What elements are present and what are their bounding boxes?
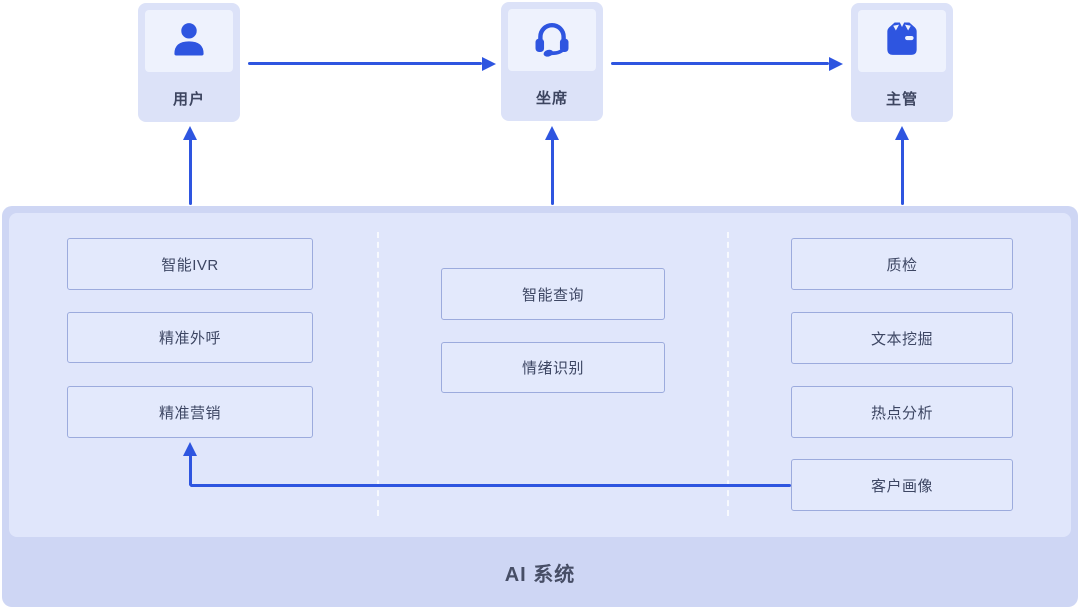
feature-box-smart-query: 智能查询 (441, 268, 665, 320)
ai-system-title: AI 系统 (504, 563, 576, 586)
actor-card-supervisor: 主管 (851, 3, 953, 122)
actor-card-agent: 坐席 (501, 2, 603, 121)
feature-box-customer-profile: 客户画像 (791, 459, 1013, 511)
actor-label-user: 用户 (172, 91, 205, 108)
actor-label-supervisor: 主管 (885, 91, 918, 108)
supervisor-icon-tile (858, 10, 946, 72)
actor-label-agent: 坐席 (535, 90, 568, 107)
feature-box-smart-ivr: 智能IVR (67, 238, 313, 290)
feature-box-precise-outbound: 精准外呼 (67, 312, 313, 363)
headset-icon (530, 16, 574, 65)
column-divider-right (727, 232, 729, 516)
column-divider-left (377, 232, 379, 516)
user-icon-tile (145, 10, 233, 72)
feature-box-emotion-recognition: 情绪识别 (441, 342, 665, 393)
feature-box-text-mining: 文本挖掘 (791, 312, 1013, 364)
vest-icon (880, 17, 924, 66)
user-icon (168, 18, 210, 65)
agent-icon-tile (508, 9, 596, 71)
feature-box-hotspot-analysis: 热点分析 (791, 386, 1013, 438)
actor-card-user: 用户 (138, 3, 240, 122)
feature-box-precise-marketing: 精准营销 (67, 386, 313, 438)
feature-box-quality-inspection: 质检 (791, 238, 1013, 290)
